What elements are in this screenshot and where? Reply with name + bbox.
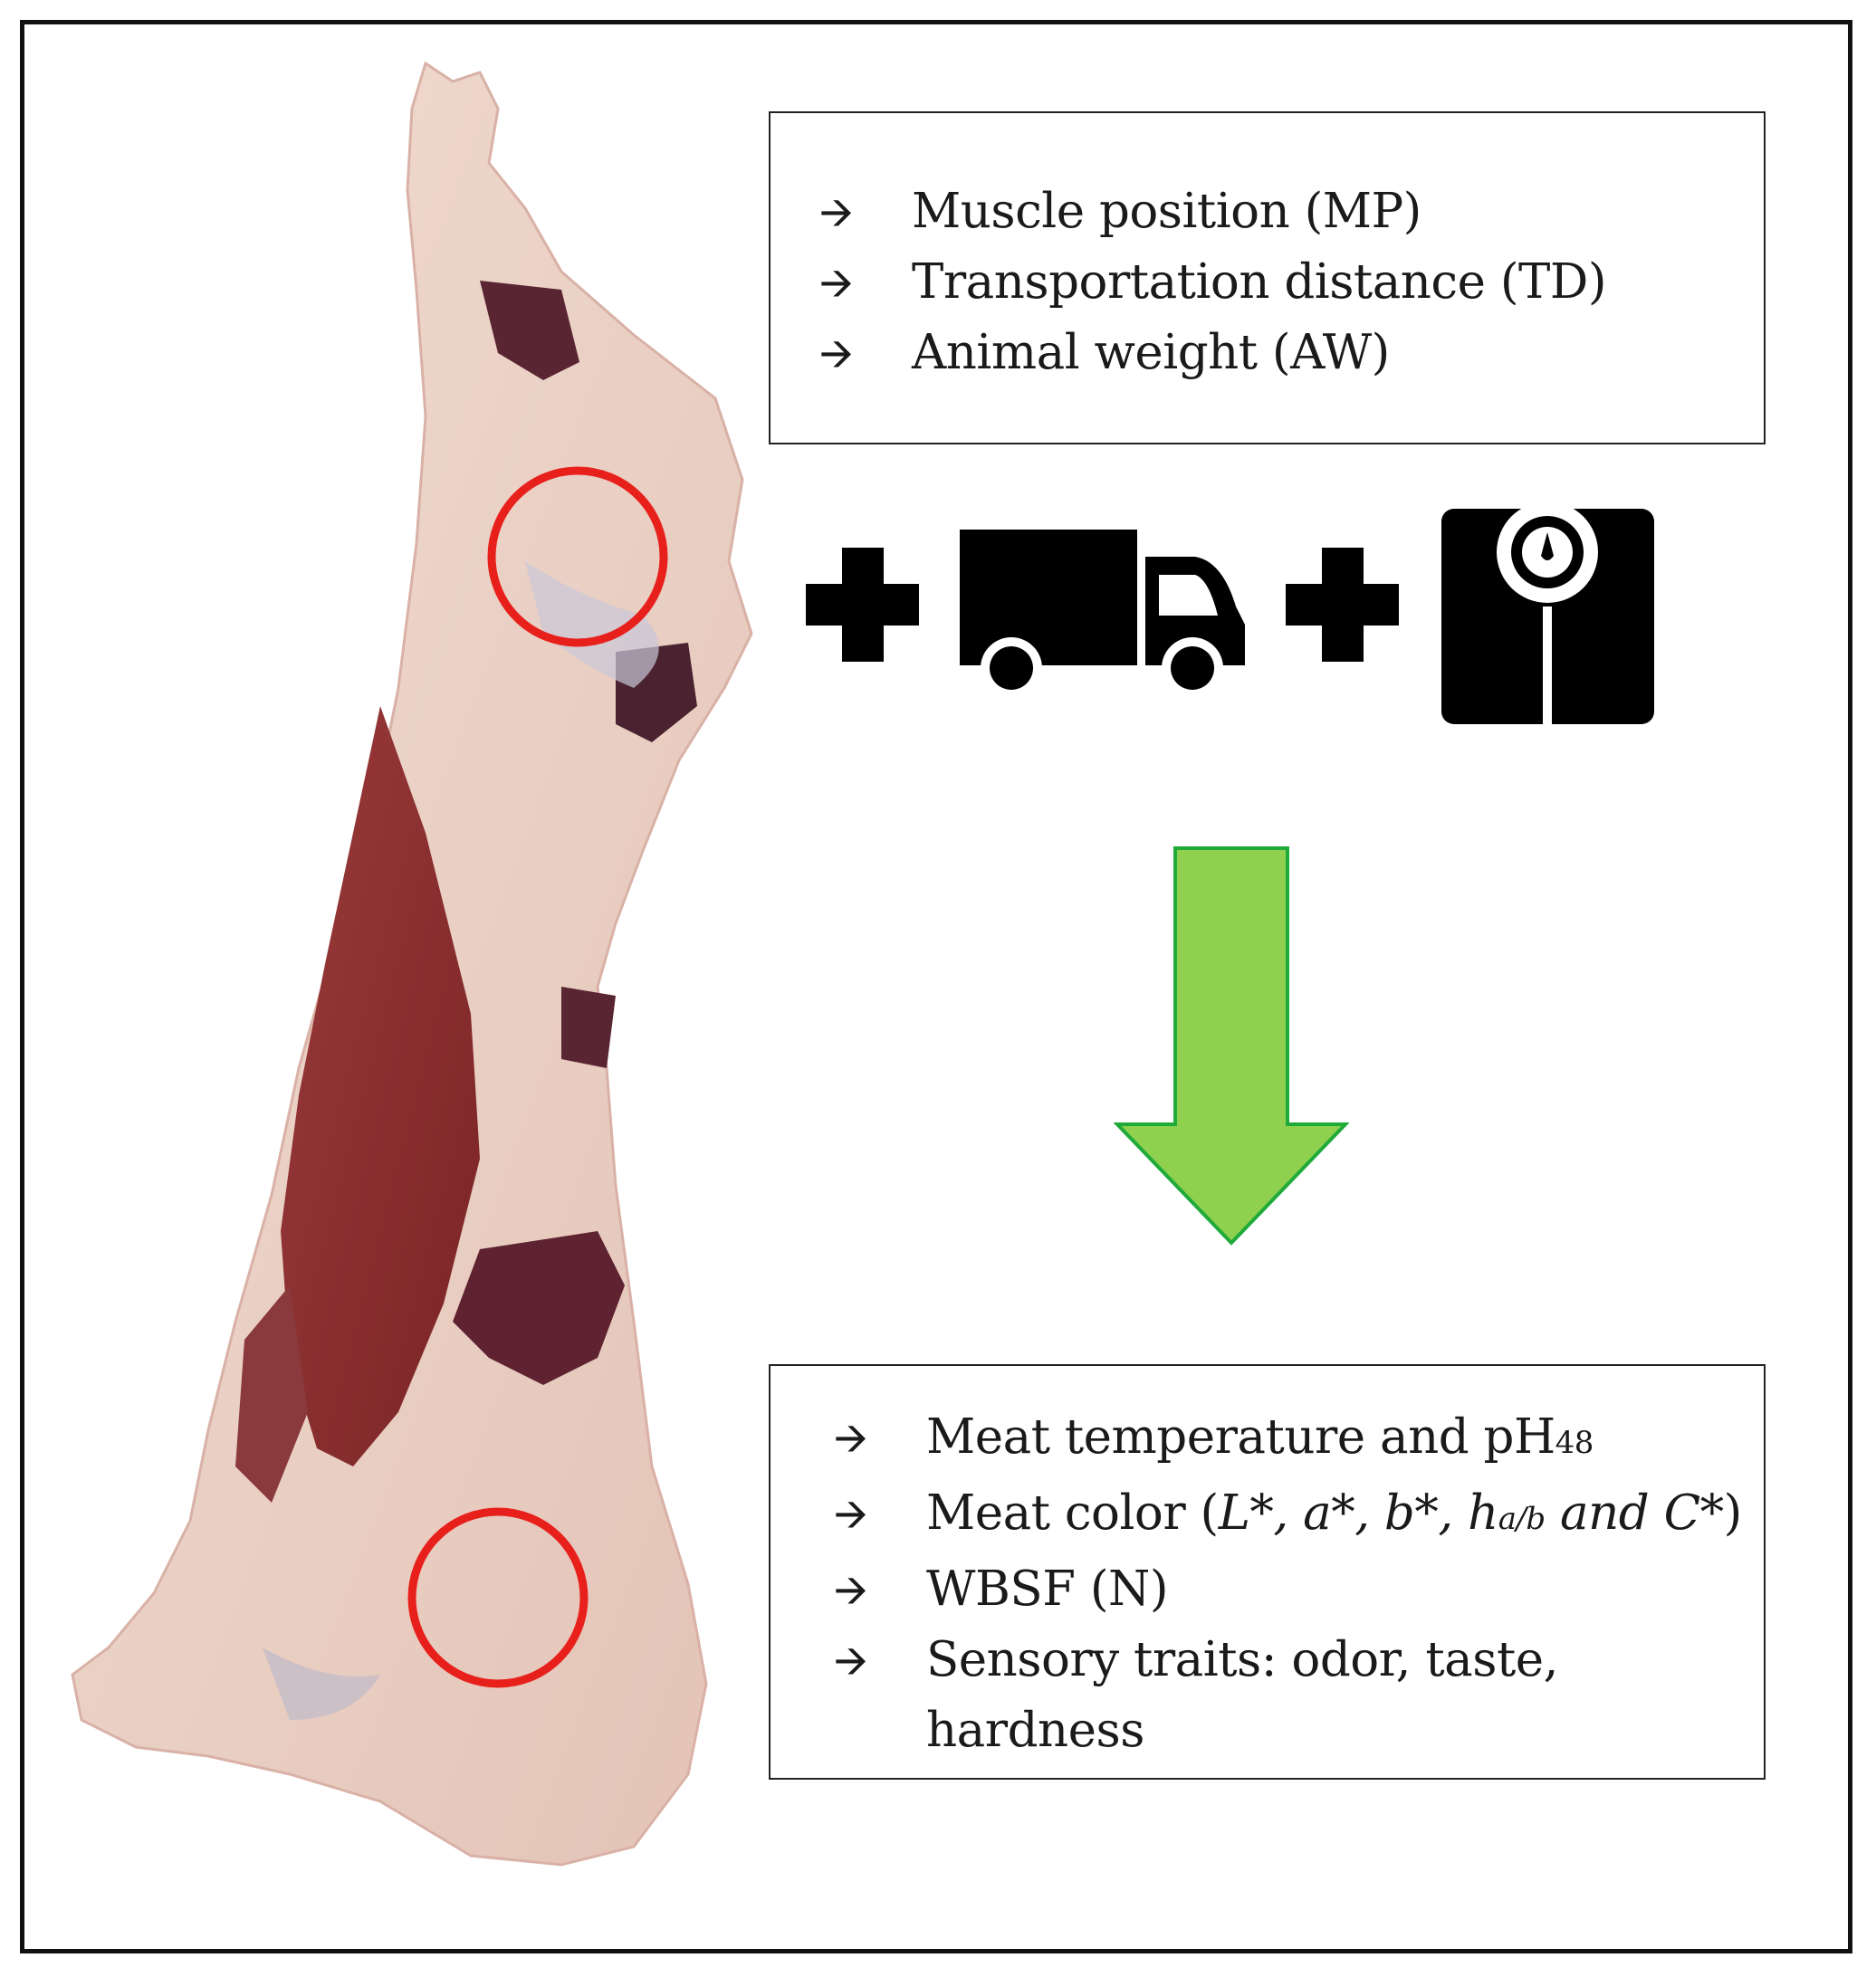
arrow-right-icon: 🡪 bbox=[834, 1565, 868, 1614]
plus-icon bbox=[806, 548, 919, 662]
sample-circle-lower bbox=[407, 1507, 589, 1688]
output-temperature-ph-text: Meat temperature and pH bbox=[926, 1409, 1555, 1465]
meat-color-prefix: Meat color ( bbox=[926, 1485, 1219, 1541]
carcass-membrane bbox=[263, 1648, 380, 1720]
color-and: and bbox=[1545, 1485, 1664, 1541]
output-wbsf: WBSF (N) bbox=[926, 1562, 1169, 1617]
sample-circle-upper bbox=[487, 466, 668, 647]
outputs-item: 🡪 WBSF (N) bbox=[834, 1554, 1764, 1625]
color-sep: , bbox=[1438, 1485, 1469, 1541]
carcass-lean-patch bbox=[561, 987, 616, 1068]
truck-icon bbox=[960, 530, 1245, 699]
meat-color-suffix: ) bbox=[1723, 1485, 1743, 1541]
carcass-lean-patch bbox=[235, 1285, 308, 1503]
arrow-right-icon: 🡪 bbox=[819, 258, 854, 307]
carcass-lean-patch bbox=[453, 1231, 625, 1385]
output-temperature-ph: Meat temperature and pH48 bbox=[926, 1402, 1594, 1478]
inputs-item: 🡪 Animal weight (AW) bbox=[819, 318, 1764, 388]
outputs-item: 🡪 Sensory traits: odor, taste, bbox=[834, 1625, 1764, 1695]
arrow-right-icon: 🡪 bbox=[834, 1413, 868, 1462]
arrow-right-icon: 🡪 bbox=[819, 329, 854, 377]
sensory-traits-line1: Sensory traits: odor, taste, bbox=[926, 1632, 1558, 1687]
color-a: a* bbox=[1303, 1485, 1355, 1541]
inputs-box: 🡪 Muscle position (MP) 🡪 Transportation … bbox=[769, 111, 1766, 444]
arrow-right-icon: 🡪 bbox=[819, 187, 854, 236]
scale-icon bbox=[1441, 501, 1654, 724]
output-sensory-traits: Sensory traits: odor, taste, bbox=[926, 1625, 1558, 1695]
output-meat-color: Meat color (L*, a*, b*, ha/b and C*) bbox=[926, 1478, 1742, 1554]
input-animal-weight: Animal weight (AW) bbox=[912, 325, 1390, 380]
color-h-subscript: a/b bbox=[1498, 1501, 1546, 1537]
down-arrow-icon bbox=[1114, 846, 1349, 1246]
inputs-item: 🡪 Muscle position (MP) bbox=[819, 177, 1764, 247]
color-h: h bbox=[1468, 1485, 1498, 1541]
plus-icon bbox=[1286, 548, 1399, 662]
color-L: L* bbox=[1218, 1485, 1274, 1541]
outputs-item: 🡪 Meat temperature and pH48 bbox=[834, 1402, 1764, 1478]
input-transportation-distance: Transportation distance (TD) bbox=[912, 254, 1607, 310]
input-muscle-position: Muscle position (MP) bbox=[912, 184, 1421, 239]
carcass-lean-patch bbox=[480, 281, 579, 380]
color-C: C* bbox=[1663, 1485, 1725, 1541]
outputs-item: 🡪 Meat color (L*, a*, b*, ha/b and C*) bbox=[834, 1478, 1764, 1554]
arrow-right-icon: 🡪 bbox=[834, 1489, 868, 1538]
outputs-item-continuation: hardness bbox=[834, 1695, 1764, 1766]
color-sep: , bbox=[1354, 1485, 1384, 1541]
carcass-membrane bbox=[525, 561, 659, 688]
arrow-right-icon: 🡪 bbox=[834, 1636, 868, 1685]
color-sep: , bbox=[1273, 1485, 1304, 1541]
inputs-item: 🡪 Transportation distance (TD) bbox=[819, 247, 1764, 318]
beef-carcass-image bbox=[71, 61, 753, 1867]
ph-subscript: 48 bbox=[1555, 1425, 1594, 1461]
icon-row bbox=[806, 501, 1654, 724]
sensory-traits-line2: hardness bbox=[926, 1703, 1144, 1758]
color-b: b* bbox=[1383, 1485, 1439, 1541]
outputs-box: 🡪 Meat temperature and pH48 🡪 Meat color… bbox=[769, 1364, 1766, 1780]
carcass-muscle bbox=[281, 706, 480, 1466]
